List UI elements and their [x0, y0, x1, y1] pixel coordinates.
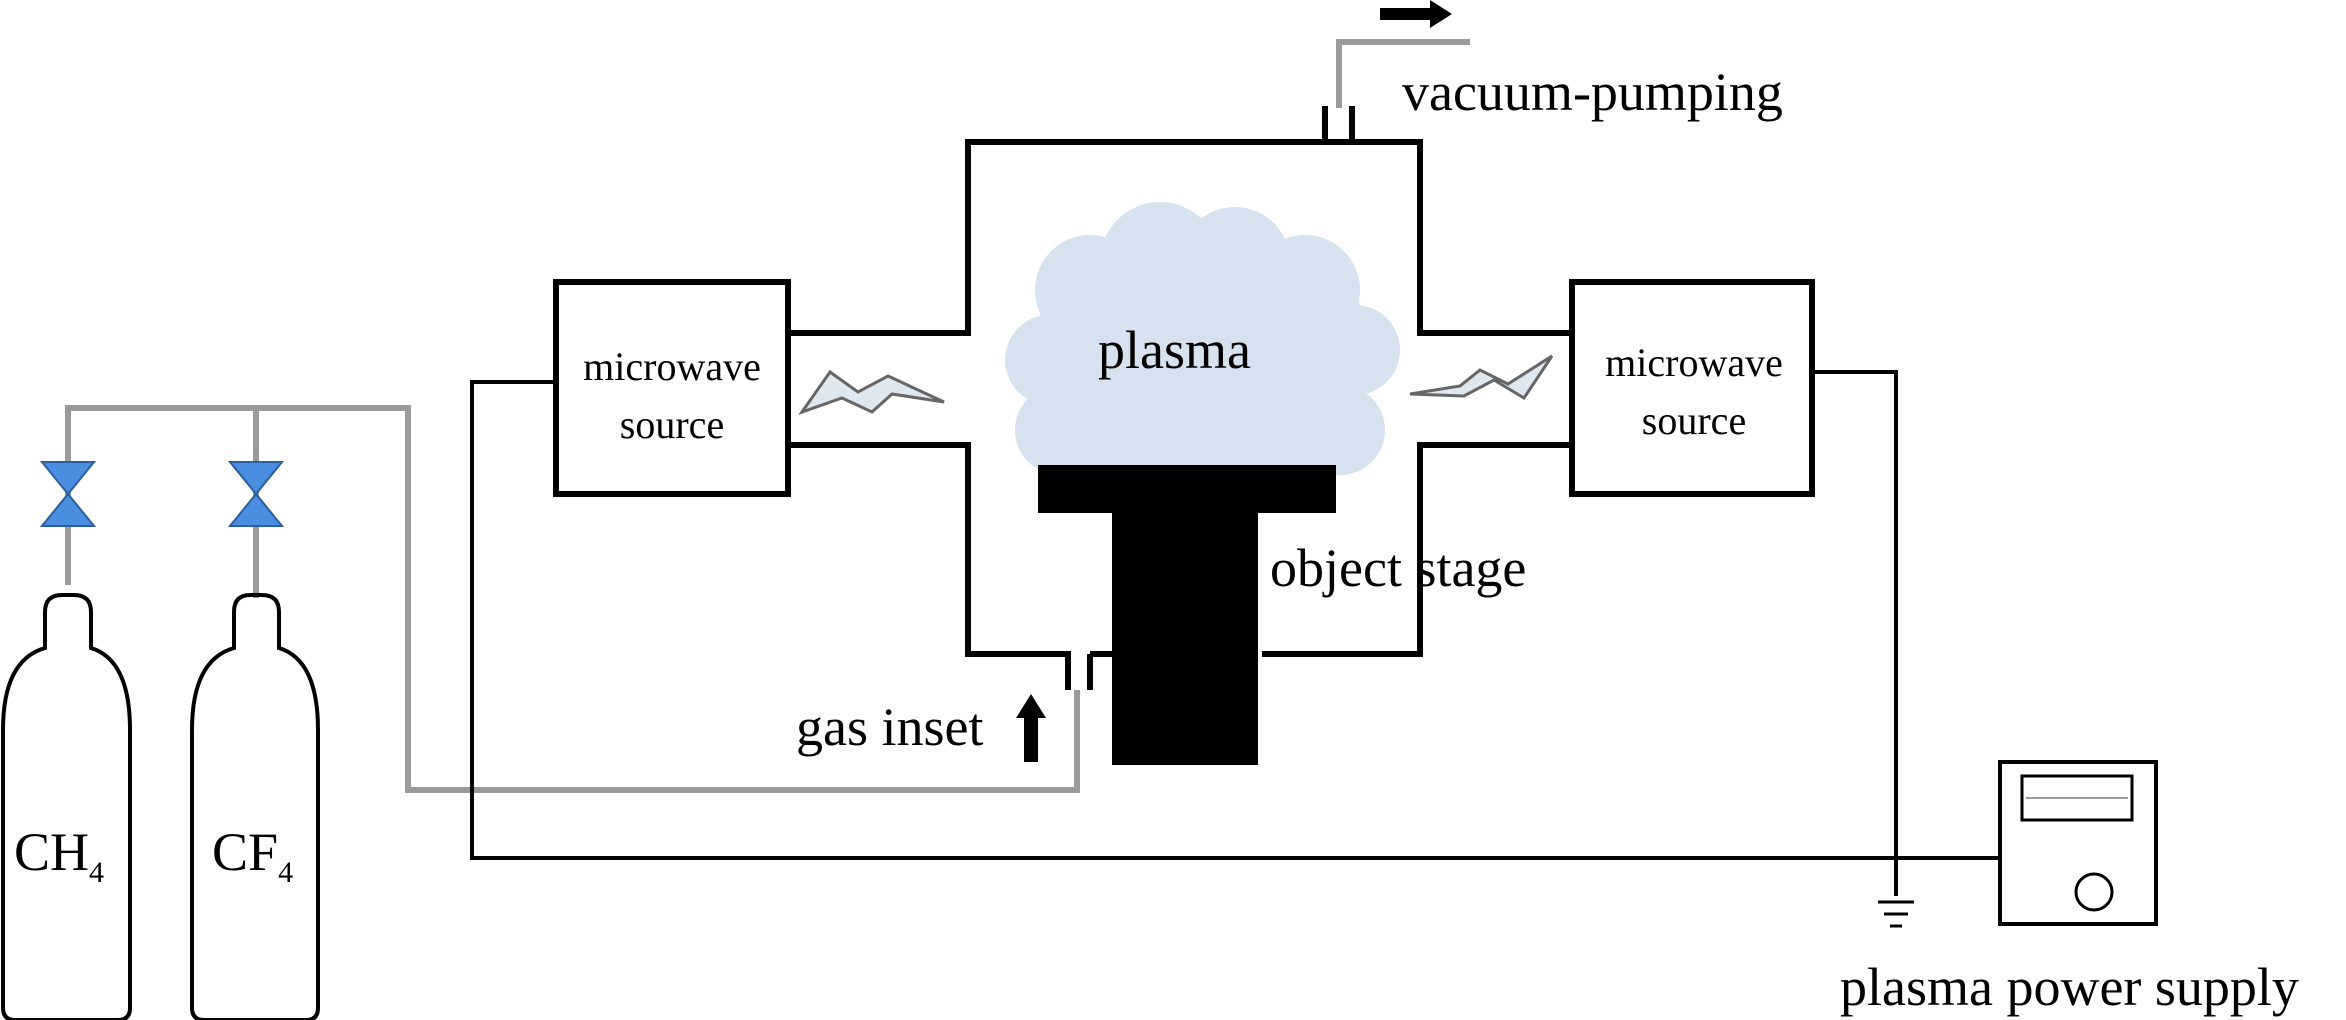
valve-cf4-icon: [227, 461, 285, 527]
microwave-left-line2: source: [620, 402, 724, 447]
vacuum-pipe: [1336, 39, 1470, 108]
power-supply-box: [1998, 760, 2158, 926]
microwave-source-left: [553, 279, 791, 497]
gas-feed-line: [65, 405, 1080, 793]
power-supply-meter: [2020, 774, 2134, 822]
microwave-right-line1: microwave: [1605, 340, 1783, 385]
cylinder-ch4: [1, 593, 132, 1020]
chamber-outline: [788, 106, 1572, 690]
microwave-spark-left-icon: [798, 369, 945, 415]
cylinder-cf4: [190, 593, 320, 1020]
ground-icon: [1878, 900, 1914, 928]
object-stage-label: object stage: [1270, 538, 1526, 598]
microwave-left-line1: microwave: [583, 344, 761, 389]
plasma-cloud: [1005, 202, 1400, 495]
cylinder-ch4-label: CH4: [14, 822, 104, 889]
power-supply-label: plasma power supply: [1840, 957, 2299, 1017]
microwave-spark-right-icon: [1409, 354, 1554, 401]
gas-inlet-arrow-icon: [1016, 694, 1046, 762]
vacuum-pumping-label: vacuum-pumping: [1402, 62, 1783, 122]
plasma-label: plasma: [1098, 320, 1251, 380]
microwave-source-right: [1569, 279, 1815, 497]
power-supply-knob-icon: [2074, 872, 2114, 912]
microwave-right-line2: source: [1642, 398, 1746, 443]
valve-ch4-icon: [39, 461, 97, 527]
cylinder-cf4-label: CF4: [212, 822, 293, 889]
stage-pillar: [1112, 500, 1258, 765]
gas-inset-label: gas inset: [796, 697, 983, 757]
vacuum-arrow-icon: [1380, 0, 1452, 28]
power-wiring: [470, 370, 2000, 896]
